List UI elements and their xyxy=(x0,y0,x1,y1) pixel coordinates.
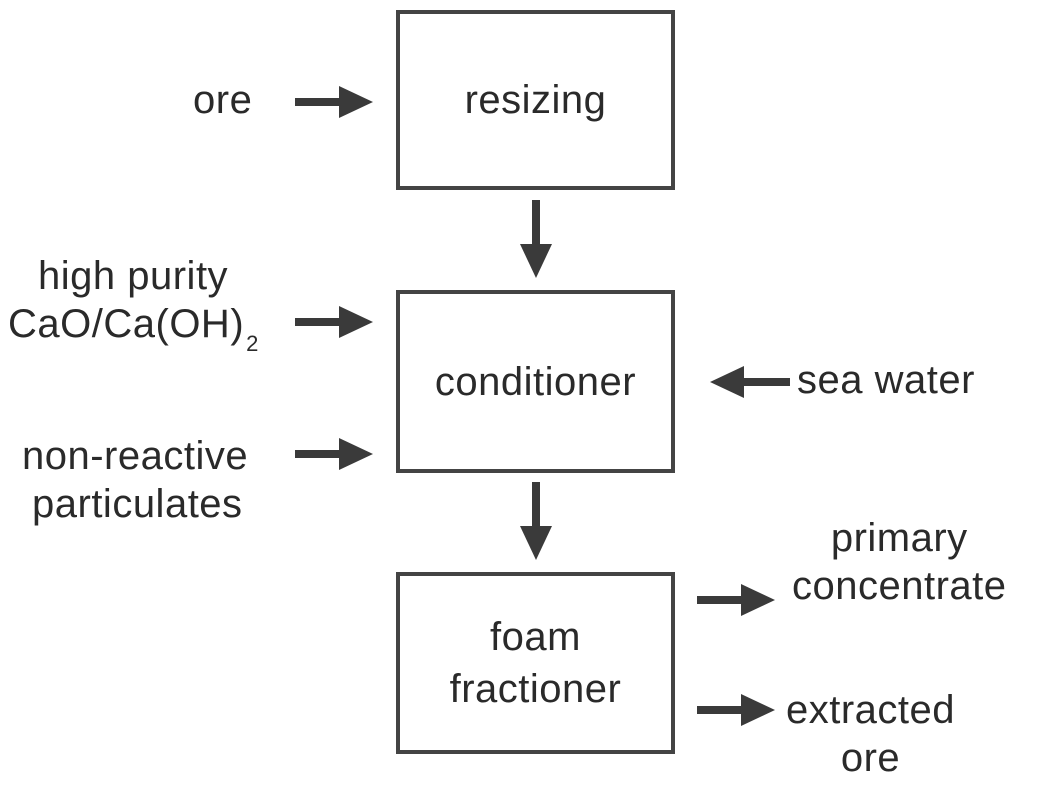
foam-fractioner-label-line2: fractioner xyxy=(450,663,622,715)
fractioner-to-primary-concentrate-arrow xyxy=(697,582,777,618)
resizing-box: resizing xyxy=(396,10,675,190)
resizing-label: resizing xyxy=(465,74,607,126)
primary-concentrate-line2: concentrate xyxy=(792,562,1007,610)
conditioner-to-fractioner-arrow xyxy=(518,482,554,562)
foam-fractioner-label-line1: foam xyxy=(490,611,581,663)
lime-to-conditioner-arrow xyxy=(295,304,375,340)
extracted-ore-line2: ore xyxy=(786,734,955,782)
foam-fractioner-box: foam fractioner xyxy=(396,572,675,754)
fractioner-to-extracted-ore-arrow xyxy=(697,692,777,728)
extracted-ore-output-label: extracted ore xyxy=(786,686,955,782)
ore-input-label: ore xyxy=(193,76,252,124)
conditioner-label: conditioner xyxy=(435,356,636,408)
particulates-line2: particulates xyxy=(22,480,248,528)
sea-water-input-label: sea water xyxy=(797,356,975,404)
particulates-input-label: non-reactive particulates xyxy=(22,432,248,528)
sea-water-text: sea water xyxy=(797,358,975,402)
lime-line1: high purity xyxy=(8,252,259,300)
ore-to-resizing-arrow xyxy=(295,84,375,120)
particulates-to-conditioner-arrow xyxy=(295,436,375,472)
sea-water-to-conditioner-arrow xyxy=(708,364,790,400)
particulates-line1: non-reactive xyxy=(22,432,248,480)
primary-concentrate-line1: primary xyxy=(792,514,1007,562)
primary-concentrate-output-label: primary concentrate xyxy=(792,514,1007,610)
lime-input-label: high purity CaO/Ca(OH)2 xyxy=(8,252,259,354)
extracted-ore-line1: extracted xyxy=(786,686,955,734)
conditioner-box: conditioner xyxy=(396,290,675,473)
lime-line2: CaO/Ca(OH)2 xyxy=(8,300,259,354)
lime-formula: CaO/Ca(OH) xyxy=(8,302,244,346)
resizing-to-conditioner-arrow xyxy=(518,200,554,280)
lime-formula-subscript: 2 xyxy=(246,331,259,356)
ore-input-text: ore xyxy=(193,78,252,122)
